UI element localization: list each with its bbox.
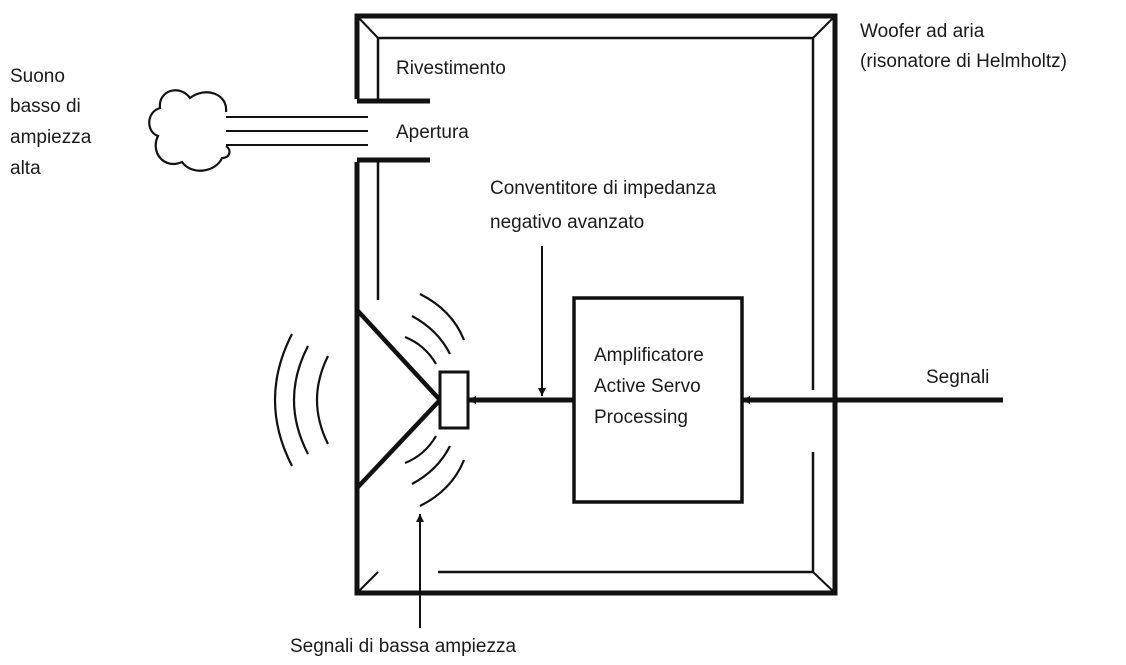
amplifier-label-line3: Processing: [594, 407, 688, 428]
sound-label-line2: basso di: [10, 96, 81, 117]
port-label: Apertura: [396, 122, 469, 143]
sound-wave-lower-2: [411, 445, 451, 485]
enclosure-outer-wall: [354, 13, 838, 596]
sound-wave-left-3: [273, 333, 293, 467]
corner-miter-bottom-right: [812, 571, 836, 594]
input-signal-label: Segnali: [926, 367, 990, 388]
sound-label-line4: alta: [10, 158, 41, 179]
lining-label: Rivestimento: [396, 58, 506, 79]
sound-label-line1: Suono: [10, 66, 65, 87]
sound-label-line3: ampiezza: [10, 127, 92, 148]
voice-coil-icon: [438, 370, 470, 430]
corner-miter-bottom-left: [356, 571, 379, 594]
impedance-converter-label-line2: negativo avanzato: [490, 212, 645, 233]
low-amplitude-signal-label: Segnali di bassa ampiezza: [290, 636, 517, 657]
woofer-title-line1: Woofer ad aria: [860, 21, 985, 42]
amplifier-label-line2: Active Servo: [594, 376, 701, 397]
sound-wave-left-1: [315, 355, 329, 445]
sound-wave-upper-3: [419, 293, 466, 341]
corner-miter-top-right: [812, 15, 836, 39]
woofer-title-line2: (risonatore di Helmholtz): [860, 51, 1067, 72]
sound-wave-left-2: [293, 345, 309, 455]
sound-wave-upper-1: [404, 335, 437, 365]
amplifier-box: [572, 296, 744, 504]
corner-miter-top-left: [356, 15, 379, 39]
sound-cloud-icon: [148, 89, 231, 172]
impedance-converter-label-line1: Conventitore di impedanza: [490, 178, 717, 199]
sound-wave-upper-2: [411, 315, 451, 355]
speaker-cone: [355, 308, 444, 490]
amplifier-label-line1: Amplificatore: [594, 345, 704, 366]
sound-wave-lower-1: [404, 435, 437, 465]
sound-wave-lower-3: [419, 459, 466, 507]
